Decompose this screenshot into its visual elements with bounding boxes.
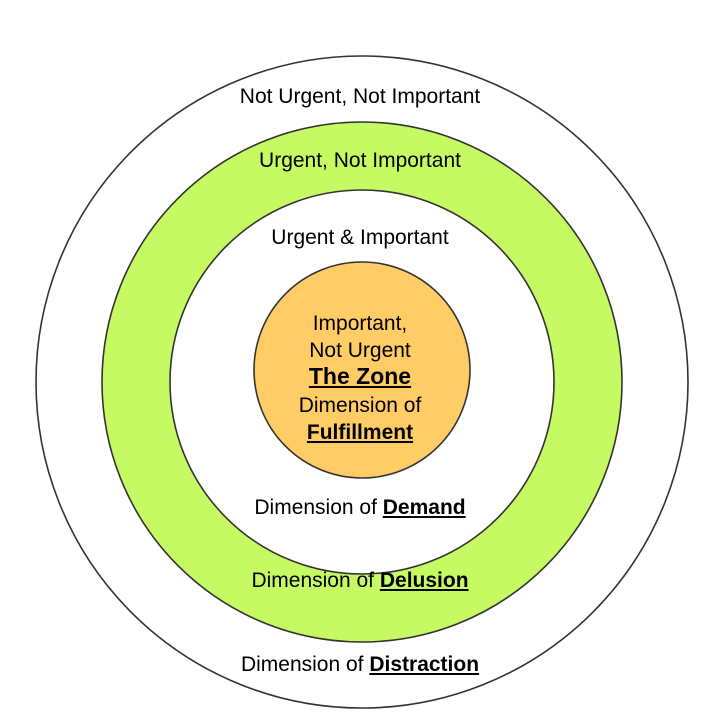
core-label-the-zone-text: The Zone [308,363,412,389]
label-outer-bottom-prefix: Dimension of [240,653,370,676]
label-white-top: Urgent & Important [271,226,449,249]
label-green-bottom: Dimension of Delusion [0,568,720,593]
core-label-the-zone: The Zone [0,363,720,391]
label-green-bottom-prefix: Dimension of [251,569,380,592]
label-outer-bottom: Dimension of Distraction [0,652,720,677]
core-label-line-4: Dimension of [298,394,422,417]
label-white-bottom-prefix: Dimension of [254,496,383,519]
core-label-fulfillment: Fulfillment [0,419,720,446]
label-green-bottom-keyword: Delusion [379,569,469,592]
core-label-fulfillment-keyword: Fulfillment [306,421,414,444]
core-label-line-1: Important, [312,312,408,335]
label-green-top: Urgent, Not Important [259,149,461,172]
ring-core-circle [253,261,471,479]
label-outer-top: Not Urgent, Not Important [239,85,481,108]
label-white-bottom: Dimension of Demand [0,495,720,520]
label-outer-bottom-keyword: Distraction [369,653,480,676]
core-label-line-2: Not Urgent [309,339,411,362]
label-white-bottom-keyword: Demand [382,496,466,519]
